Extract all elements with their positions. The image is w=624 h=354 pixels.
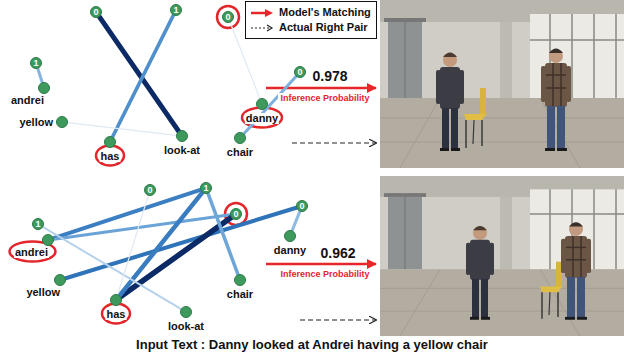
concept-node: andrei	[38, 82, 50, 94]
node-index: 0	[225, 13, 230, 22]
concept-node: look-at	[176, 130, 188, 142]
legend-box: Model's MatchingActual Right Pair	[245, 1, 377, 39]
right-pair-arrow	[300, 319, 376, 320]
graph-edge	[208, 194, 238, 275]
graph-edge	[113, 15, 174, 136]
highlight-circle	[217, 6, 239, 28]
probability-value: 0.962	[318, 245, 357, 261]
matching-arrow	[266, 263, 376, 266]
node-index: 1	[35, 220, 40, 229]
highlight-circle	[242, 108, 282, 128]
concept-node: has	[104, 136, 116, 148]
node-label: yellow	[18, 117, 54, 128]
node-label: danny	[245, 113, 279, 124]
legend-text: Actual Right Pair	[279, 21, 368, 34]
legend-row: Model's Matching	[250, 5, 371, 20]
node-label: chair	[226, 147, 254, 158]
probability-value: 0.978	[310, 68, 349, 84]
matching-arrow	[266, 87, 376, 90]
scene-photo	[380, 0, 624, 168]
highlight-circles	[10, 6, 283, 324]
person-figure	[466, 226, 494, 320]
graph-edge	[292, 212, 300, 231]
node-index: 1	[173, 6, 178, 15]
highlight-circle	[102, 304, 130, 324]
concept-node: chair	[234, 274, 246, 286]
node-label: danny	[273, 245, 307, 256]
index-node: 1	[32, 218, 44, 230]
concept-node: danny	[284, 230, 296, 242]
node-label: yellow	[25, 287, 61, 298]
legend-sample	[250, 23, 274, 33]
index-node: 0	[230, 208, 242, 220]
concept-node: look-at	[180, 306, 192, 318]
node-label: chair	[226, 289, 254, 300]
node-index: 0	[93, 8, 98, 17]
yellow-chair	[464, 88, 486, 148]
person-figure	[541, 49, 571, 152]
concept-node: chair	[234, 132, 246, 144]
legend-text: Model's Matching	[279, 6, 371, 19]
probability-caption: Inference Probability	[278, 269, 371, 280]
node-index: 0	[147, 186, 152, 195]
node-index: 0	[233, 210, 238, 219]
index-node: 0	[144, 184, 156, 196]
concept-node: yellow	[54, 274, 66, 286]
scene-photo	[380, 176, 624, 336]
graph-edge	[118, 196, 148, 295]
concept-node: yellow	[56, 116, 68, 128]
node-label: look-at	[163, 145, 201, 156]
node-label: look-at	[167, 321, 205, 332]
hall-background	[380, 176, 624, 336]
index-node: 0	[90, 6, 102, 18]
index-node: 0	[222, 11, 234, 23]
index-node: 0	[296, 200, 308, 212]
node-index: 0	[299, 202, 304, 211]
graph-edge	[244, 76, 296, 133]
node-index: 0	[297, 68, 302, 77]
graph-edge	[43, 227, 181, 309]
index-node: 1	[200, 182, 212, 194]
highlight-circle	[96, 146, 124, 166]
node-label: has	[100, 151, 121, 162]
node-label: andrei	[10, 95, 45, 106]
person-figure	[436, 53, 464, 152]
graph-edge	[38, 69, 42, 83]
concept-node: andrei	[42, 234, 54, 246]
concept-node: danny	[256, 98, 268, 110]
person-figure	[561, 222, 591, 320]
index-node: 1	[170, 4, 182, 16]
caption: Input Text : Danny looked at Andrei havi…	[0, 337, 624, 352]
node-label: has	[106, 309, 127, 320]
index-node: 1	[30, 57, 42, 69]
graph-edge	[99, 17, 178, 131]
graph-edge	[54, 190, 201, 238]
yellow-chair	[540, 262, 562, 319]
node-index: 1	[203, 184, 208, 193]
right-pair-arrow	[292, 142, 376, 143]
concept-node: has	[110, 294, 122, 306]
legend-row: Actual Right Pair	[250, 20, 371, 35]
legend-sample	[250, 8, 274, 18]
node-label: andrei	[14, 247, 49, 258]
probability-caption: Inference Probability	[278, 93, 371, 104]
hall-background	[380, 0, 624, 168]
graph-edge	[68, 123, 176, 136]
node-index: 1	[33, 59, 38, 68]
index-node: 0	[294, 66, 306, 78]
